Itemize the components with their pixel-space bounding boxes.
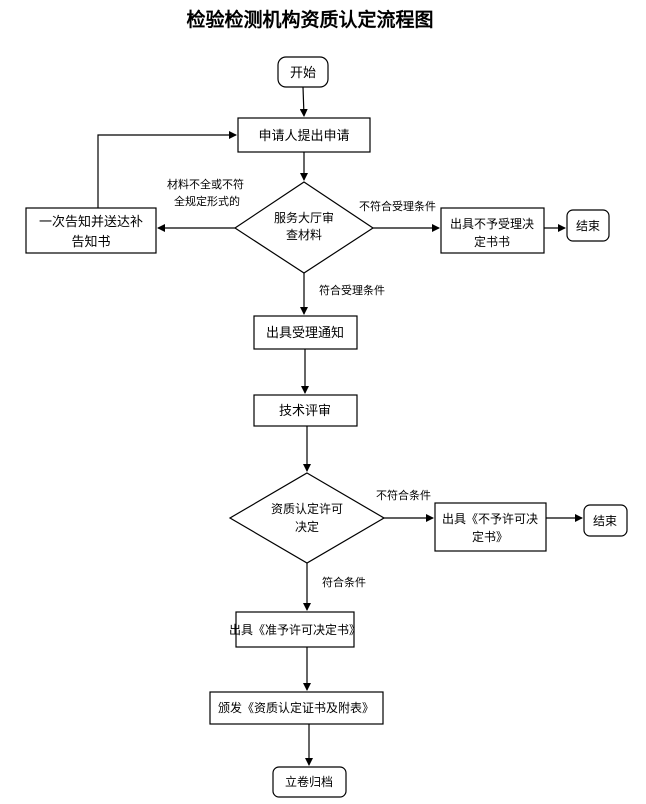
apply-label: 申请人提出申请	[258, 128, 349, 144]
notify-supplement-line2: 告知书	[71, 234, 110, 250]
issue-no-permit-node	[434, 502, 547, 552]
page-title: 检验检测机构资质认定流程图	[186, 8, 433, 31]
meet-accept-label: 符合受理条件	[319, 283, 385, 297]
material-incomplete-label-line2: 全规定形式的	[174, 194, 240, 208]
not-meet-label: 不符合条件	[376, 488, 431, 502]
issue-reject-accept-line1: 出具不予受理决	[450, 217, 534, 231]
issue-certificate-node	[209, 691, 384, 725]
tech-review-label: 技术评审	[279, 404, 331, 419]
apply-node	[237, 117, 371, 153]
arrow-supplement-to-apply	[97, 131, 237, 208]
start-label: 开始	[290, 66, 316, 81]
decision-label-line1: 资质认定许可	[271, 501, 343, 516]
notify-supplement-line1: 一次告知并送达补	[39, 214, 143, 230]
issue-no-permit-line1: 出具《不予许可决	[442, 512, 538, 526]
decision-label-line2: 决定	[295, 519, 319, 534]
issue-accept-node	[253, 315, 358, 350]
issue-accept-label: 出具受理通知	[266, 325, 344, 341]
issue-no-permit-line2: 定书》	[472, 529, 508, 544]
issue-permit-label: 出具《准予许可决定书》	[229, 622, 361, 637]
issue-reject-accept-line2: 定书书	[474, 234, 510, 249]
issue-certificate-label: 颁发《资质认定证书及附表》	[218, 700, 374, 715]
tech-review-node	[253, 394, 358, 427]
arrow-start-to-apply	[299, 86, 308, 117]
meet-label: 符合条件	[322, 575, 366, 589]
end-node-1	[566, 209, 610, 242]
end-label-1: 结束	[576, 219, 600, 233]
end-label-2: 结束	[593, 514, 617, 528]
review-label-line1: 服务大厅审	[274, 210, 334, 225]
issue-reject-accept-node	[440, 207, 545, 254]
material-incomplete-label-line1: 材料不全或不符	[167, 177, 244, 191]
end-node-2	[583, 504, 628, 537]
not-meet-accept-label: 不符合受理条件	[359, 199, 436, 213]
review-label-line2: 查材料	[286, 228, 322, 242]
archive-label: 立卷归档	[285, 774, 333, 789]
archive-node	[272, 766, 347, 798]
notify-supplement-node	[25, 207, 157, 254]
decision-diamond	[228, 472, 386, 564]
issue-permit-node	[235, 611, 355, 648]
